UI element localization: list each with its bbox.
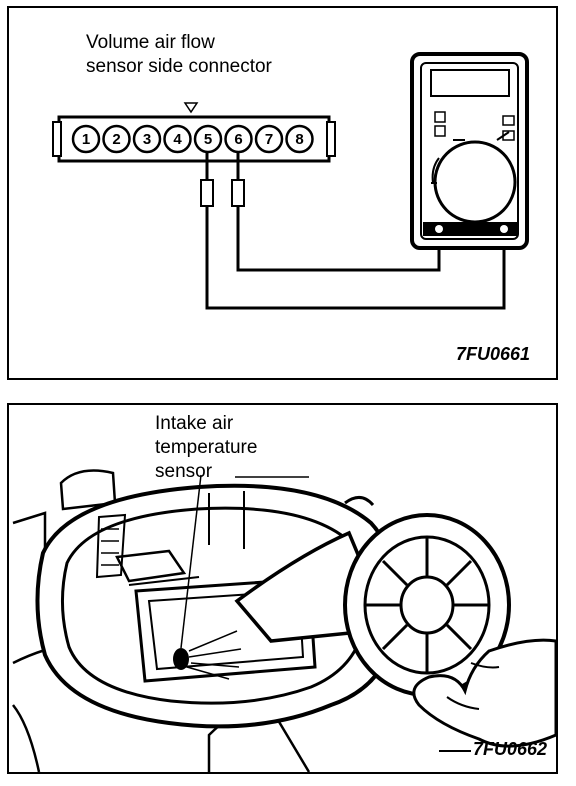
sensor-connector: 1 2 3 4 5 6 7 8 [52,102,336,163]
connector-pin-label: 6 [234,131,242,148]
connector-pin-label: 1 [82,131,90,148]
sensor-caption-line3: sensor [155,461,213,482]
figure-code-top: 7FU0661 [456,344,531,364]
connector-caption-line1: Volume air flow [86,32,215,53]
hand [412,638,556,748]
test-leads [200,151,506,310]
connector-pin-2 [102,124,131,154]
sensor-caption-line1: Intake air [155,413,234,434]
multimeter-display [430,69,510,97]
connector-pin-3 [132,124,162,154]
temperature-sensor [173,474,242,680]
connector-caption-line2: sensor side connector [86,56,272,77]
connector-pin-1 [71,124,101,154]
hair-dryer [234,496,511,697]
connector-pin-label: 4 [173,131,182,148]
connector-pin-8 [285,124,314,154]
connector-pin-label: 3 [143,131,151,148]
figure-code-bottom: 7FU0662 [473,739,548,759]
connector-pin-label: 8 [295,131,303,148]
sensor-caption-line2: temperature [155,437,258,458]
connector-pin-label: 5 [204,131,212,148]
multimeter-dial [433,140,517,224]
connector-pin-label: 7 [265,131,273,148]
intake-air-sensor-illustration [12,469,556,772]
connector-key-marker [183,102,199,114]
multimeter [410,52,529,250]
intake-sensor-panel: Intake air temperature sensor 7FU0662 [7,403,558,774]
connector-pin-7 [254,124,284,154]
connector-multimeter-diagram: 1 2 3 4 5 6 7 8 [52,52,529,310]
connector-pin-label: 2 [112,131,120,148]
connector-pin-4 [163,124,192,154]
